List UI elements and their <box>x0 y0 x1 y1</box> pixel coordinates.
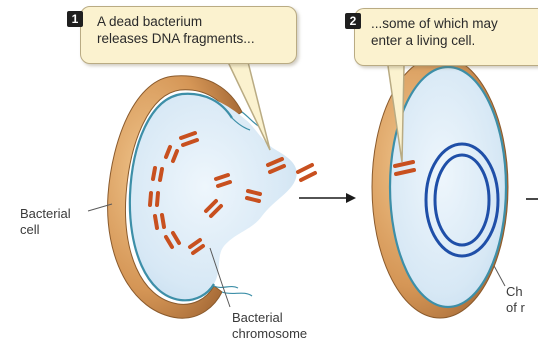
callout-step-1: 1 A dead bacterium releases DNA fragment… <box>80 6 297 64</box>
label-chromosome-partial: Ch of r <box>506 284 525 316</box>
label-bacterial-chromosome: Bacterial chromosome <box>232 310 307 342</box>
dead-cell-cytoplasm <box>130 94 297 300</box>
process-arrow <box>299 193 356 203</box>
step-1-text: A dead bacterium releases DNA fragments.… <box>97 13 255 47</box>
step-2-text: ...some of which may enter a living cell… <box>371 15 498 49</box>
callout-step-2: 2 ...some of which may enter a living ce… <box>354 8 538 66</box>
dna-fragment <box>298 165 315 180</box>
arrow-head <box>346 193 356 203</box>
step-number-2: 2 <box>345 13 361 29</box>
dead-bacterium <box>108 76 315 318</box>
step-number-1: 1 <box>67 11 83 27</box>
label-bacterial-cell: Bacterial cell <box>20 206 71 238</box>
